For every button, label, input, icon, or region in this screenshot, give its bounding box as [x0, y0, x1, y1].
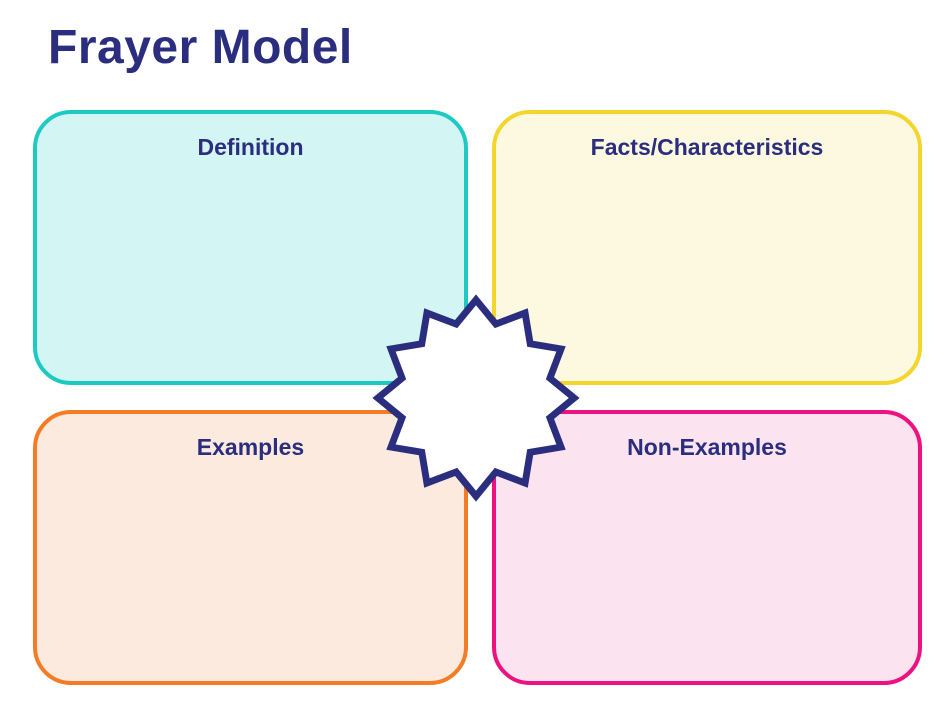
quadrant-examples-label: Examples [196, 434, 305, 460]
page-title: Frayer Model [48, 21, 353, 74]
quadrant-definition: Definition [33, 110, 468, 385]
quadrant-examples: Examples [33, 410, 468, 685]
quadrant-non-examples-label: Non-Examples [627, 434, 787, 460]
quadrant-facts-characteristics: Facts/Characteristics [492, 110, 922, 385]
quadrant-definition-label: Definition [197, 134, 304, 160]
quadrant-facts-characteristics-label: Facts/Characteristics [590, 134, 824, 160]
starburst-icon [368, 290, 584, 506]
quadrant-non-examples: Non-Examples [492, 410, 922, 685]
